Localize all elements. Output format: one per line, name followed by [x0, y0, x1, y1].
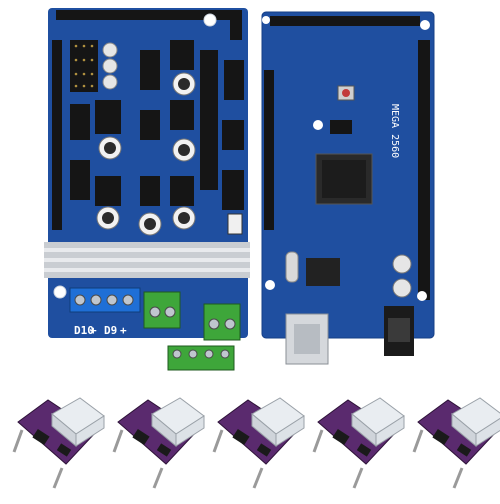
- label-d9: D9: [104, 324, 117, 337]
- driver-pins: [152, 467, 164, 489]
- green-screw-terminals: [143, 291, 241, 371]
- mount-hole: [420, 20, 430, 30]
- crystal: [285, 251, 299, 283]
- driver-pins: [452, 467, 464, 489]
- mega-capacitor: [392, 278, 412, 298]
- driver-pins: [412, 429, 424, 453]
- dc-jack-inner: [388, 318, 410, 342]
- blue-screw-terminal: [69, 287, 141, 313]
- mount-hole: [313, 120, 323, 130]
- mega-left-header: [264, 70, 274, 230]
- driver-pins: [52, 467, 64, 489]
- driver-component: [156, 443, 172, 457]
- driver-heatsink-front: [375, 415, 405, 447]
- ramps-right-header: [222, 120, 244, 150]
- driver-component: [56, 443, 72, 457]
- reset-button: [227, 213, 243, 235]
- mega-model-label: MEGA 2560: [389, 104, 400, 158]
- label-plus-a: +: [90, 324, 97, 337]
- ramps-right-header: [230, 10, 242, 40]
- mount-hole: [53, 285, 67, 299]
- label-plus-b: +: [120, 324, 127, 337]
- mount-hole: [417, 291, 427, 301]
- stepper-driver-module: [12, 397, 105, 489]
- mega-top-header: [270, 16, 420, 26]
- driver-heatsink-front: [275, 415, 305, 447]
- mount-hole: [203, 13, 217, 27]
- ramps-heatsink: [44, 242, 250, 278]
- driver-pins: [352, 467, 364, 489]
- driver-heatsink-front: [475, 417, 500, 447]
- driver-component: [256, 443, 272, 457]
- driver-heatsink-front: [75, 415, 105, 447]
- mega-right-header: [418, 40, 430, 300]
- driver-component: [432, 428, 450, 446]
- ramps-header-blocks: [70, 40, 218, 206]
- header-pins: [74, 44, 94, 88]
- stepper-driver-module: [312, 397, 405, 489]
- mount-hole: [262, 16, 270, 24]
- mega-capacitor: [392, 254, 412, 274]
- ramps-right-header: [224, 60, 244, 100]
- driver-heatsink-front: [175, 415, 205, 447]
- driver-pins: [312, 429, 324, 453]
- reset-cap: [342, 89, 350, 97]
- driver-pins: [112, 429, 124, 453]
- usb-chip: [306, 258, 340, 286]
- ramps-shield: D10 + D9 +: [44, 8, 250, 371]
- stepper-driver-row: [12, 397, 500, 489]
- driver-component: [132, 428, 150, 446]
- ramps-top-header: [56, 10, 236, 20]
- stepper-driver-module: [212, 397, 305, 489]
- driver-component: [32, 428, 50, 446]
- usb-b-inner: [294, 324, 320, 354]
- stepper-driver-module: [112, 397, 205, 489]
- driver-component: [356, 443, 372, 457]
- driver-pins: [212, 429, 224, 453]
- label-plate: [68, 314, 130, 338]
- driver-component: [332, 428, 350, 446]
- atmega-die: [322, 160, 366, 198]
- driver-pins: [252, 467, 264, 489]
- stepper-driver-module: [412, 397, 500, 489]
- driver-pins: [12, 429, 24, 453]
- label-d10: D10: [74, 324, 94, 337]
- icsp-header: [330, 120, 352, 134]
- ramps-left-header: [52, 40, 62, 230]
- capacitors: [96, 42, 196, 236]
- driver-component: [232, 428, 250, 446]
- mega-2560-board: MEGA 2560: [261, 11, 435, 365]
- driver-component: [456, 443, 472, 457]
- mount-hole: [265, 280, 275, 290]
- ramps-right-header: [222, 170, 244, 210]
